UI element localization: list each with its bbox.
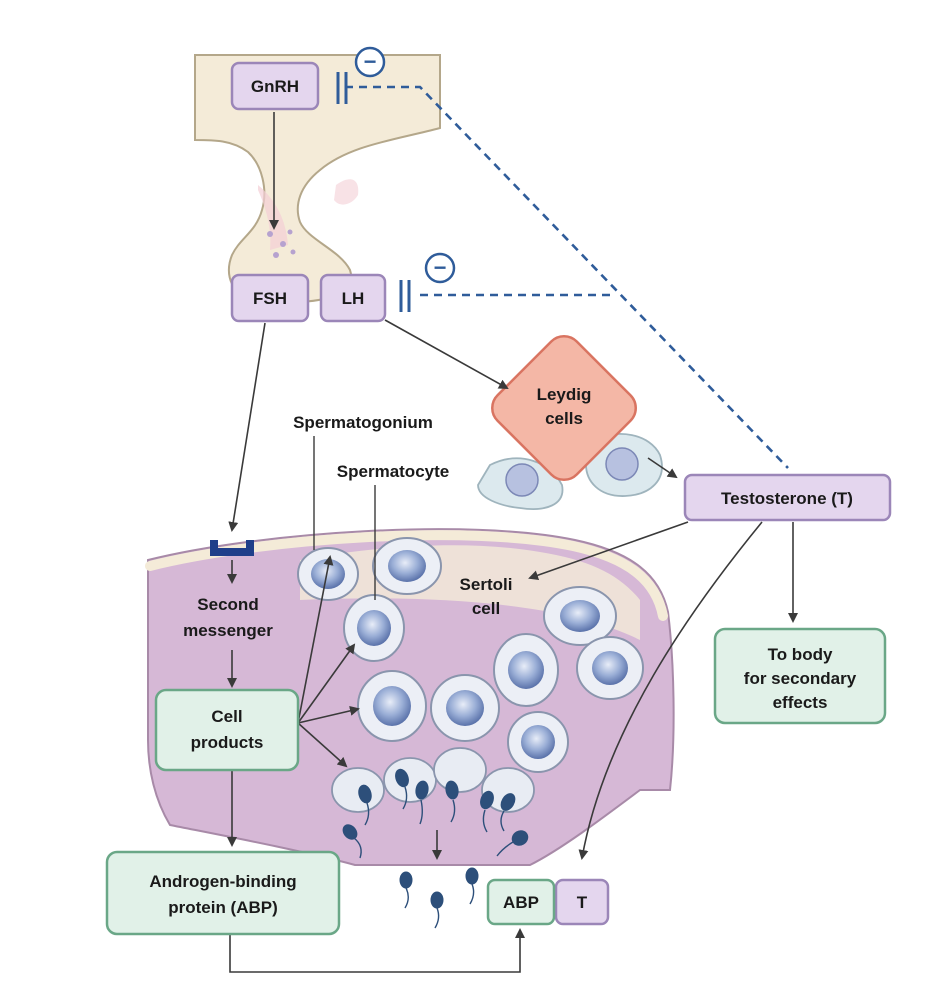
- cell-5: [430, 674, 500, 742]
- arrow-products-cell: [297, 722, 348, 768]
- feedback-line-gnrh: [345, 85, 789, 469]
- t-label: T: [577, 893, 588, 912]
- abp-label: protein (ABP): [168, 898, 278, 917]
- arrow-testosterone-sertoli: [528, 521, 689, 581]
- leydig-cell-box: [491, 335, 637, 481]
- arrow-leydig-testosterone: [647, 457, 678, 479]
- cell-products-box: Cell products: [154, 688, 300, 772]
- cell-7: [543, 586, 617, 646]
- spermatocyte-label: Spermatocyte: [337, 462, 449, 481]
- gnrh-label: GnRH: [251, 77, 299, 96]
- cell-6: [493, 633, 559, 707]
- second-messenger-label: Second: [197, 595, 258, 614]
- abp-short-label: ABP: [503, 893, 539, 912]
- secondary-effects-label: for secondary: [744, 669, 857, 688]
- testosterone-label: Testosterone (T): [721, 489, 853, 508]
- arrow-fsh-receptor: [228, 322, 266, 532]
- cell-4: [357, 670, 427, 742]
- gnrh-box: GnRH: [230, 61, 320, 111]
- arrow-abp-lumen: [229, 928, 525, 973]
- cell-spermatogonium: [297, 547, 359, 601]
- sertoli-label: cell: [472, 599, 500, 618]
- abp-short-box: ABP: [486, 878, 556, 926]
- arrow-products-cell: [297, 643, 356, 724]
- cell-products-label: Cell: [211, 707, 242, 726]
- svg-text:−: −: [434, 255, 447, 280]
- arrow-testosterone-t: [578, 521, 763, 860]
- cell-products-label: products: [191, 733, 264, 752]
- germ-cells: [297, 537, 644, 773]
- receptor-icon: [210, 540, 254, 556]
- svg-text:−: −: [364, 49, 377, 74]
- secondary-effects-label: To body: [768, 645, 833, 664]
- lh-box: LH: [319, 273, 387, 323]
- inhibition-icon: −: [424, 252, 456, 284]
- testosterone-box: Testosterone (T): [683, 473, 892, 522]
- secondary-effects-label: effects: [773, 693, 828, 712]
- leydig-label: cells: [545, 409, 583, 428]
- cell-8: [576, 636, 644, 700]
- cell-spermatocyte: [343, 594, 405, 662]
- sertoli-label: Sertoli: [460, 575, 513, 594]
- hormone-granules: [267, 229, 296, 258]
- lh-label: LH: [342, 289, 365, 308]
- abp-label: Androgen-binding: [149, 872, 296, 891]
- second-messenger-label: messenger: [183, 621, 273, 640]
- cell-2: [372, 537, 442, 595]
- fsh-label: FSH: [253, 289, 287, 308]
- hypothalamus-pituitary: [194, 54, 441, 303]
- leydig-label: Leydig: [537, 385, 592, 404]
- pathway-arrows: [227, 112, 798, 973]
- inhibition-icon: −: [354, 46, 386, 78]
- arrow-products-cell: [297, 555, 334, 724]
- leydig-cells-cluster: [477, 335, 663, 510]
- cell-9: [507, 711, 569, 773]
- arrow-lh-leydig: [384, 319, 509, 389]
- sperm-cells: [342, 768, 529, 929]
- fsh-box: FSH: [230, 273, 310, 323]
- secondary-effects-box: To body for secondary effects: [713, 627, 887, 725]
- arrow-products-cell: [297, 705, 360, 724]
- abp-box: Androgen-binding protein (ABP): [105, 850, 341, 936]
- t-box: T: [554, 878, 610, 926]
- negative-feedback: − −: [336, 46, 789, 469]
- spermatogonium-label: Spermatogonium: [293, 413, 433, 432]
